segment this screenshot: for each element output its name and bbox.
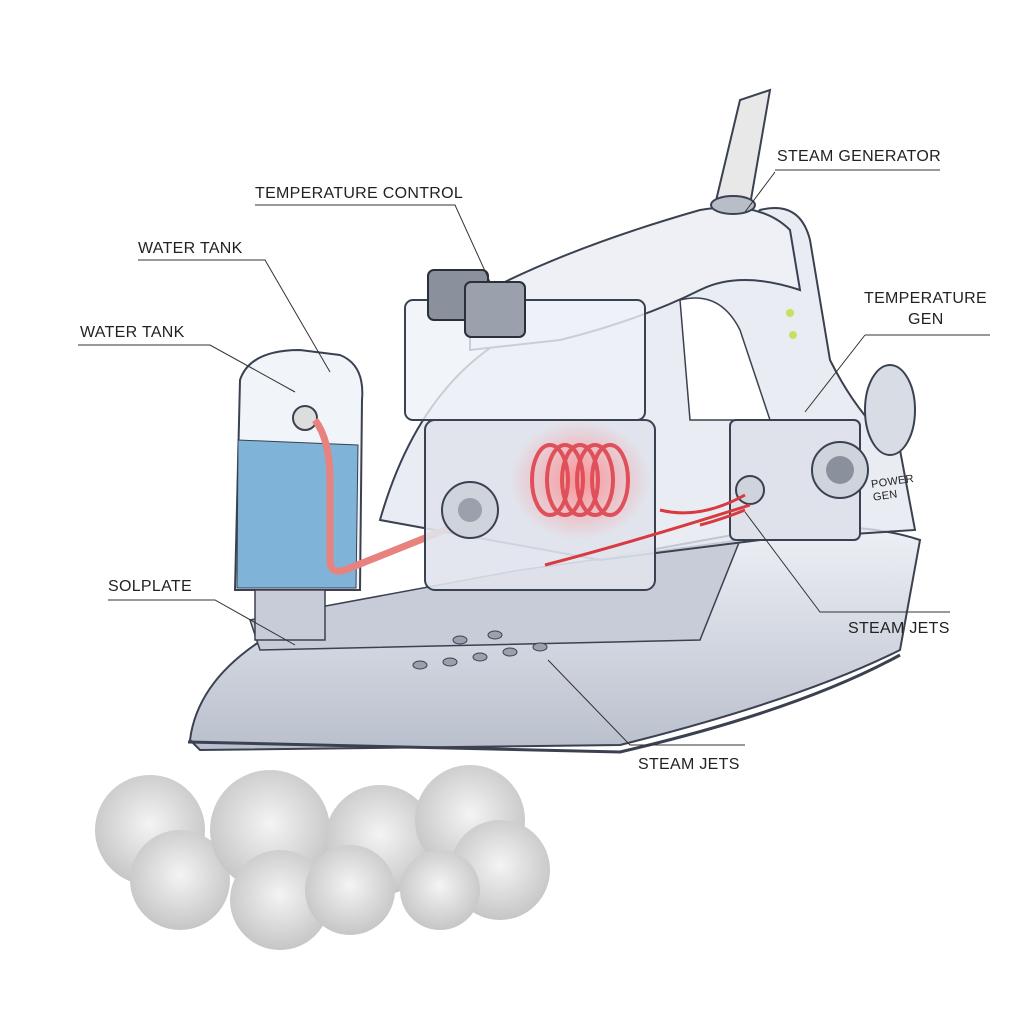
wires xyxy=(544,493,751,567)
label-temperature-gen-2: GEN xyxy=(908,311,944,328)
water-tank xyxy=(233,348,364,641)
label-steam-jets: STEAM JETS xyxy=(848,620,950,637)
side-text-power-gen: POWER GEN xyxy=(870,472,915,504)
label-steam-jets: STEAM JETS xyxy=(638,756,740,773)
temperature-control-knob xyxy=(404,269,646,421)
label-water-tank: WATER TANK xyxy=(80,324,185,341)
label-solplate: SOLPLATE xyxy=(108,578,192,595)
power-cord xyxy=(713,88,772,206)
leader-lines xyxy=(78,169,990,746)
label-temperature-gen: TEMPERATURE xyxy=(864,290,988,307)
label-water-tank: WATER TANK xyxy=(138,240,243,257)
steam-cloud xyxy=(95,765,550,950)
steam-holes xyxy=(412,630,548,670)
label-steam-generator: STEAM GENERATOR xyxy=(777,148,941,165)
steam-generator-unit xyxy=(729,364,916,541)
water-pipe xyxy=(312,417,472,575)
label-temperature-control: TEMPERATURE CONTROL xyxy=(255,185,464,202)
heating-chamber xyxy=(424,419,656,591)
